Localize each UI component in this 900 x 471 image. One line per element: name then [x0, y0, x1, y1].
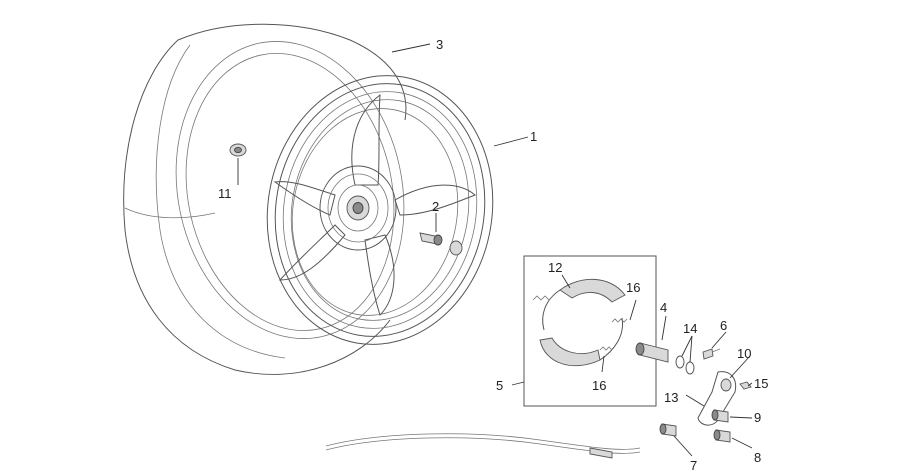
callout-15: 15 — [754, 376, 768, 391]
callout-11: 11 — [218, 186, 232, 201]
callout-2: 2 — [432, 199, 439, 214]
tyre-valve — [419, 232, 443, 246]
callout-5: 5 — [496, 378, 503, 393]
brake-cam — [635, 342, 669, 363]
callout-16-lower: 16 — [592, 378, 606, 393]
callout-9: 9 — [754, 410, 761, 425]
bush-9 — [711, 409, 729, 423]
callout-1: 1 — [530, 129, 537, 144]
callout-16-upper: 16 — [626, 280, 640, 295]
wheel-rim — [266, 75, 494, 345]
callout-14: 14 — [683, 321, 697, 336]
screw — [702, 348, 721, 360]
callout-12: 12 — [548, 260, 562, 275]
leader-lines — [237, 43, 753, 457]
bush-7 — [659, 423, 677, 437]
callout-3: 3 — [436, 37, 443, 52]
valve-nut — [229, 143, 247, 157]
callout-4: 4 — [660, 300, 667, 315]
callout-6: 6 — [720, 318, 727, 333]
brake-cable — [325, 433, 641, 459]
bush-8 — [713, 429, 731, 443]
brake-shoe-group — [523, 255, 657, 407]
callout-labels: 3 1 2 11 12 16 16 5 4 14 6 10 15 13 9 8 … — [218, 37, 768, 471]
callout-10: 10 — [737, 346, 751, 361]
callout-7: 7 — [690, 458, 697, 471]
callout-8: 8 — [754, 450, 761, 465]
washers — [675, 355, 695, 375]
callout-13: 13 — [664, 390, 678, 405]
tyre — [123, 23, 407, 375]
nut — [739, 381, 752, 390]
